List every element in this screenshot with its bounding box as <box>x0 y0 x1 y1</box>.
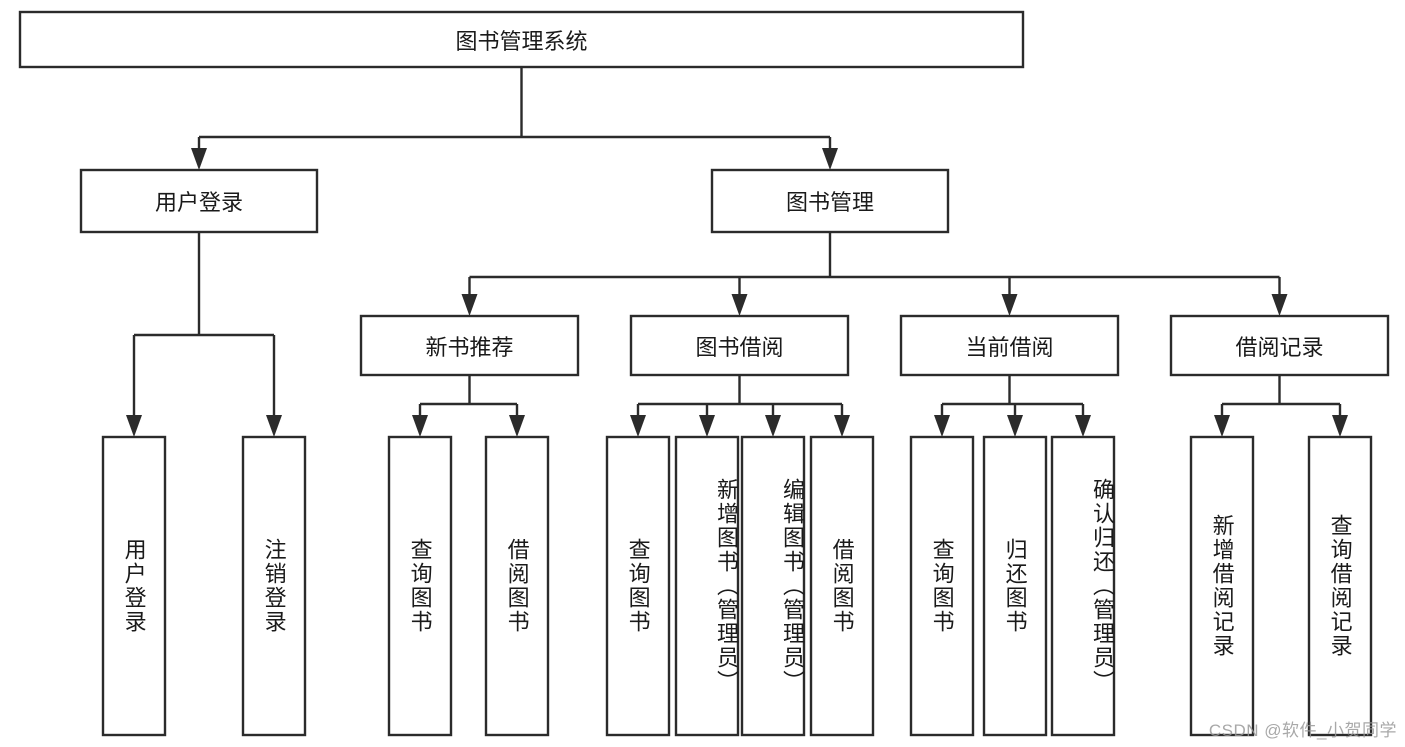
node-box-user-login[interactable] <box>79 168 319 234</box>
arrow-head-leaf-edit-book-admin <box>765 415 781 437</box>
node-box-borrow-record[interactable] <box>1169 314 1390 377</box>
arrow-head-current-borrow <box>1001 294 1018 316</box>
arrow-head-book-borrow <box>731 294 748 316</box>
arrow-head-leaf-logout <box>266 415 282 437</box>
arrow-head-new-book-recommend <box>461 294 478 316</box>
node-box-leaf-add-borrow-record[interactable] <box>1189 435 1255 737</box>
node-box-leaf-borrow-book-rec[interactable] <box>484 435 550 737</box>
arrow-head-leaf-borrow-book-rec <box>509 415 525 437</box>
node-box-leaf-borrow-book[interactable] <box>809 435 875 737</box>
node-box-leaf-add-book-admin[interactable] <box>674 435 740 737</box>
node-box-leaf-user-login[interactable] <box>101 435 167 737</box>
arrow-head-leaf-add-book-admin <box>699 415 715 437</box>
node-box-leaf-return-book[interactable] <box>982 435 1048 737</box>
arrow-head-book-management <box>822 148 838 170</box>
arrow-head-leaf-user-login <box>126 415 142 437</box>
node-box-leaf-query-book-current[interactable] <box>909 435 975 737</box>
node-box-leaf-query-borrow-record[interactable] <box>1307 435 1373 737</box>
arrow-head-leaf-borrow-book <box>834 415 850 437</box>
arrow-head-leaf-confirm-return-admin <box>1075 415 1091 437</box>
watermark-text: CSDN @软件_小贺同学 <box>1208 721 1397 740</box>
node-box-current-borrow[interactable] <box>899 314 1120 377</box>
arrow-head-borrow-record <box>1271 294 1288 316</box>
arrow-head-leaf-query-book-borrow <box>630 415 646 437</box>
arrow-head-leaf-add-borrow-record <box>1214 415 1230 437</box>
arrow-head-user-login <box>191 148 207 170</box>
node-box-root[interactable] <box>18 10 1025 69</box>
node-box-book-borrow[interactable] <box>629 314 850 377</box>
arrow-head-leaf-query-book-current <box>934 415 950 437</box>
arrow-head-leaf-return-book <box>1007 415 1023 437</box>
node-box-leaf-confirm-return-admin[interactable] <box>1050 435 1116 737</box>
node-box-new-book-recommend[interactable] <box>359 314 580 377</box>
arrow-head-leaf-query-borrow-record <box>1332 415 1348 437</box>
node-box-leaf-query-book-rec[interactable] <box>387 435 453 737</box>
arrow-head-leaf-query-book-rec <box>412 415 428 437</box>
node-box-leaf-edit-book-admin[interactable] <box>740 435 806 737</box>
node-box-leaf-logout[interactable] <box>241 435 307 737</box>
node-box-book-management[interactable] <box>710 168 950 234</box>
node-box-leaf-query-book-borrow[interactable] <box>605 435 671 737</box>
